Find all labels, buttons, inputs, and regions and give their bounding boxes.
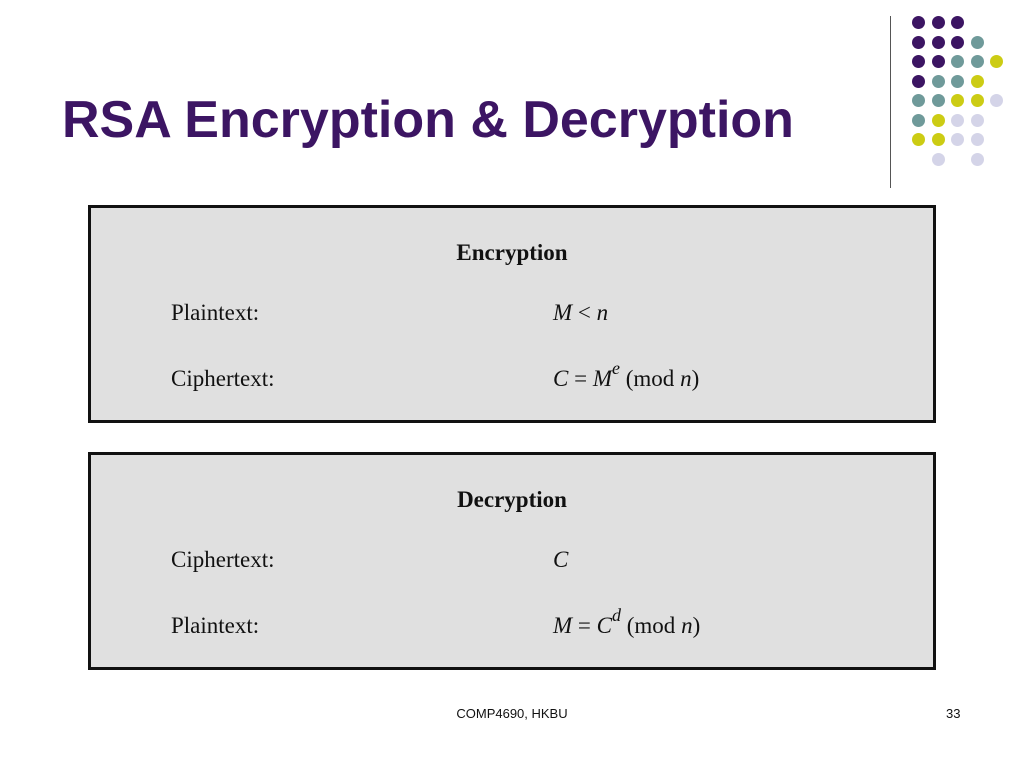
decryption-plaintext-label: Plaintext:: [171, 613, 260, 638]
decorative-dot: [951, 113, 964, 127]
decryption-ciphertext-formula: C: [553, 547, 569, 572]
decorative-dot: [970, 94, 984, 107]
decorative-dot: [912, 113, 925, 127]
decorative-dot: [931, 55, 945, 68]
decorative-dot: [912, 35, 925, 49]
decorative-dot: [970, 152, 984, 166]
decorative-dot: [912, 74, 925, 88]
decorative-dot: [951, 94, 964, 107]
slide-title: RSA Encryption & Decryption: [62, 91, 794, 149]
decryption-plaintext-formula: M = Cd (mod n): [553, 605, 701, 638]
decorative-dot: [970, 74, 984, 88]
decorative-dot: [931, 16, 945, 29]
decorative-dot: [951, 55, 964, 68]
decorative-dot: [951, 74, 964, 88]
decorative-dot: [970, 113, 984, 127]
decorative-dot: [951, 16, 964, 29]
decorative-dot: [912, 94, 925, 107]
decorative-dot: [970, 133, 984, 146]
decryption-heading: Decryption: [457, 487, 567, 512]
decorative-dot: [970, 35, 984, 49]
decorative-dot: [912, 16, 925, 29]
decorative-dot: [931, 74, 945, 88]
encryption-box: Encryption Plaintext: M < n Ciphertext: …: [88, 205, 936, 423]
decorative-dot: [912, 133, 925, 146]
encryption-ciphertext-formula: C = Me (mod n): [553, 358, 700, 391]
slide-footer: COMP4690, HKBU: [456, 706, 568, 721]
decorative-dot: [931, 113, 945, 127]
decorative-dot: [951, 133, 964, 146]
encryption-plaintext-formula: M < n: [553, 300, 609, 325]
decorative-dot: [951, 35, 964, 49]
decorative-dot: [990, 55, 1003, 68]
decorative-dot: [912, 55, 925, 68]
decorative-dot: [931, 94, 945, 107]
decorative-dot: [931, 35, 945, 49]
encryption-heading: Encryption: [456, 240, 568, 265]
decorative-divider: [890, 16, 891, 188]
encryption-plaintext-label: Plaintext:: [171, 300, 260, 325]
decorative-dot: [931, 133, 945, 146]
decryption-ciphertext-label: Ciphertext:: [171, 547, 275, 572]
decorative-dot: [990, 94, 1003, 107]
page-number: 33: [946, 706, 961, 721]
encryption-ciphertext-label: Ciphertext:: [171, 366, 275, 391]
decorative-dot: [931, 152, 945, 166]
decryption-box: Decryption Ciphertext: C Plaintext: M = …: [88, 452, 936, 670]
decorative-dot: [970, 55, 984, 68]
